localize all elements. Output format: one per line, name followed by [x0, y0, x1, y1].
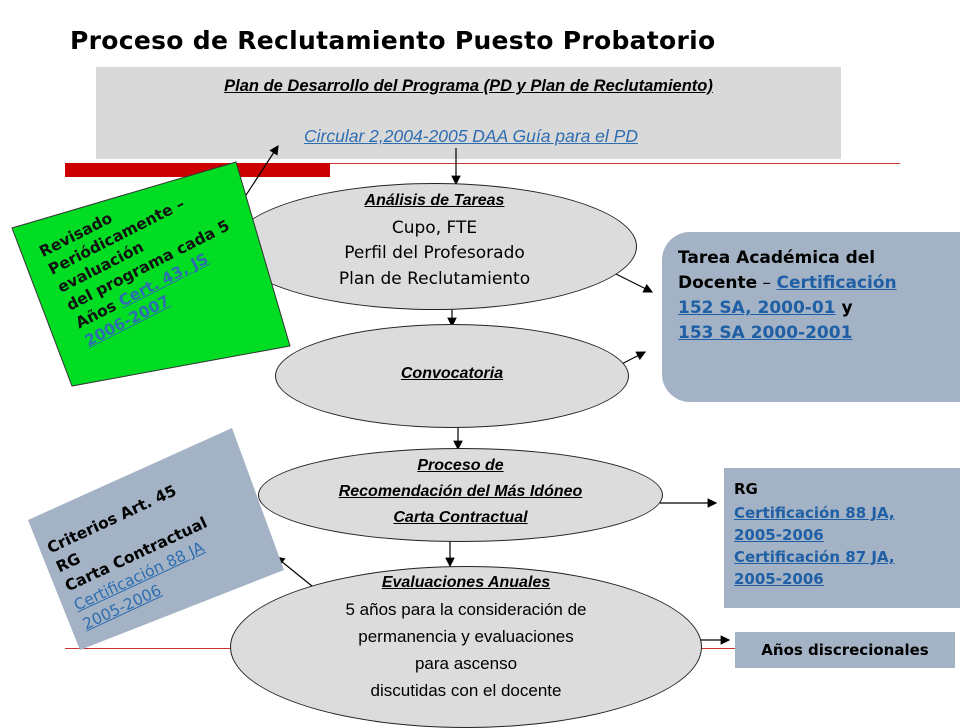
recommendation-ellipse: Proceso de Recomendación del Más Idóneo … [258, 448, 663, 542]
analysis-line-3: Plan de Reclutamiento [338, 269, 531, 289]
criteria-note-shape [28, 428, 284, 650]
rg-cert-87-link[interactable]: Certificación 87 JA, [734, 548, 895, 566]
green-note-shape [11, 161, 291, 387]
evaluations-heading: Evaluaciones Anuales [381, 574, 551, 591]
red-divider-top [330, 163, 900, 164]
rg-cert-88-link[interactable]: Certificación 88 JA, [734, 504, 895, 522]
rg-box: RG Certificación 88 JA, 2005-2006 Certif… [724, 468, 960, 608]
evaluations-line-4: discutidas con el docente [370, 681, 562, 700]
academic-task-line-4: 153 SA 2000-2001 [678, 321, 960, 346]
analysis-line-1: Cupo, FTE [391, 218, 478, 238]
plan-box: Plan de Desarrollo del Programa (PD y Pl… [96, 67, 841, 159]
convocatoria-ellipse: Convocatoria [275, 324, 629, 428]
discretionary-label: Años discrecionales [761, 641, 929, 659]
analysis-line-2: Perfil del Profesorado [344, 243, 525, 263]
analysis-ellipse: Análisis de Tareas Cupo, FTE Perfil del … [232, 183, 637, 310]
academic-task-box: Tarea Académica del Docente – Certificac… [662, 232, 960, 402]
recommendation-line-3: Carta Contractual [393, 509, 528, 526]
rg-label: RG [734, 480, 758, 498]
analysis-heading: Análisis de Tareas [364, 192, 505, 209]
certification-link[interactable]: Certificación [776, 273, 897, 293]
academic-task-line-1: Tarea Académica del [678, 248, 876, 268]
plan-title: Plan de Desarrollo del Programa (PD y Pl… [224, 77, 713, 95]
recommendation-line-2: Recomendación del Más Idóneo [338, 483, 583, 500]
recommendation-line-1: Proceso de [417, 457, 504, 474]
evaluations-line-3: para ascenso [414, 654, 518, 673]
red-accent-bar [65, 163, 330, 177]
plan-guide-link[interactable]: Circular 2,2004-2005 DAA Guía para el PD [304, 126, 638, 146]
cert-152-link[interactable]: 152 SA, 2000-01 [678, 298, 836, 318]
rg-cert-87-year-link[interactable]: 2005-2006 [734, 570, 824, 588]
convocatoria-label: Convocatoria [400, 365, 504, 382]
evaluations-ellipse: Evaluaciones Anuales 5 años para la cons… [230, 566, 702, 728]
academic-task-line-2: Docente – Certificación [678, 273, 897, 293]
evaluations-line-2: permanencia y evaluaciones [358, 627, 574, 646]
cert-153-link[interactable]: 153 SA 2000-2001 [678, 323, 853, 343]
evaluations-line-1: 5 años para la consideración de [345, 600, 587, 619]
discretionary-box: Años discrecionales [735, 632, 955, 668]
rg-cert-88-year-link[interactable]: 2005-2006 [734, 526, 824, 544]
academic-task-line-3: 152 SA, 2000-01 y [678, 298, 853, 318]
slide-title: Proceso de Reclutamiento Puesto Probator… [70, 26, 716, 55]
